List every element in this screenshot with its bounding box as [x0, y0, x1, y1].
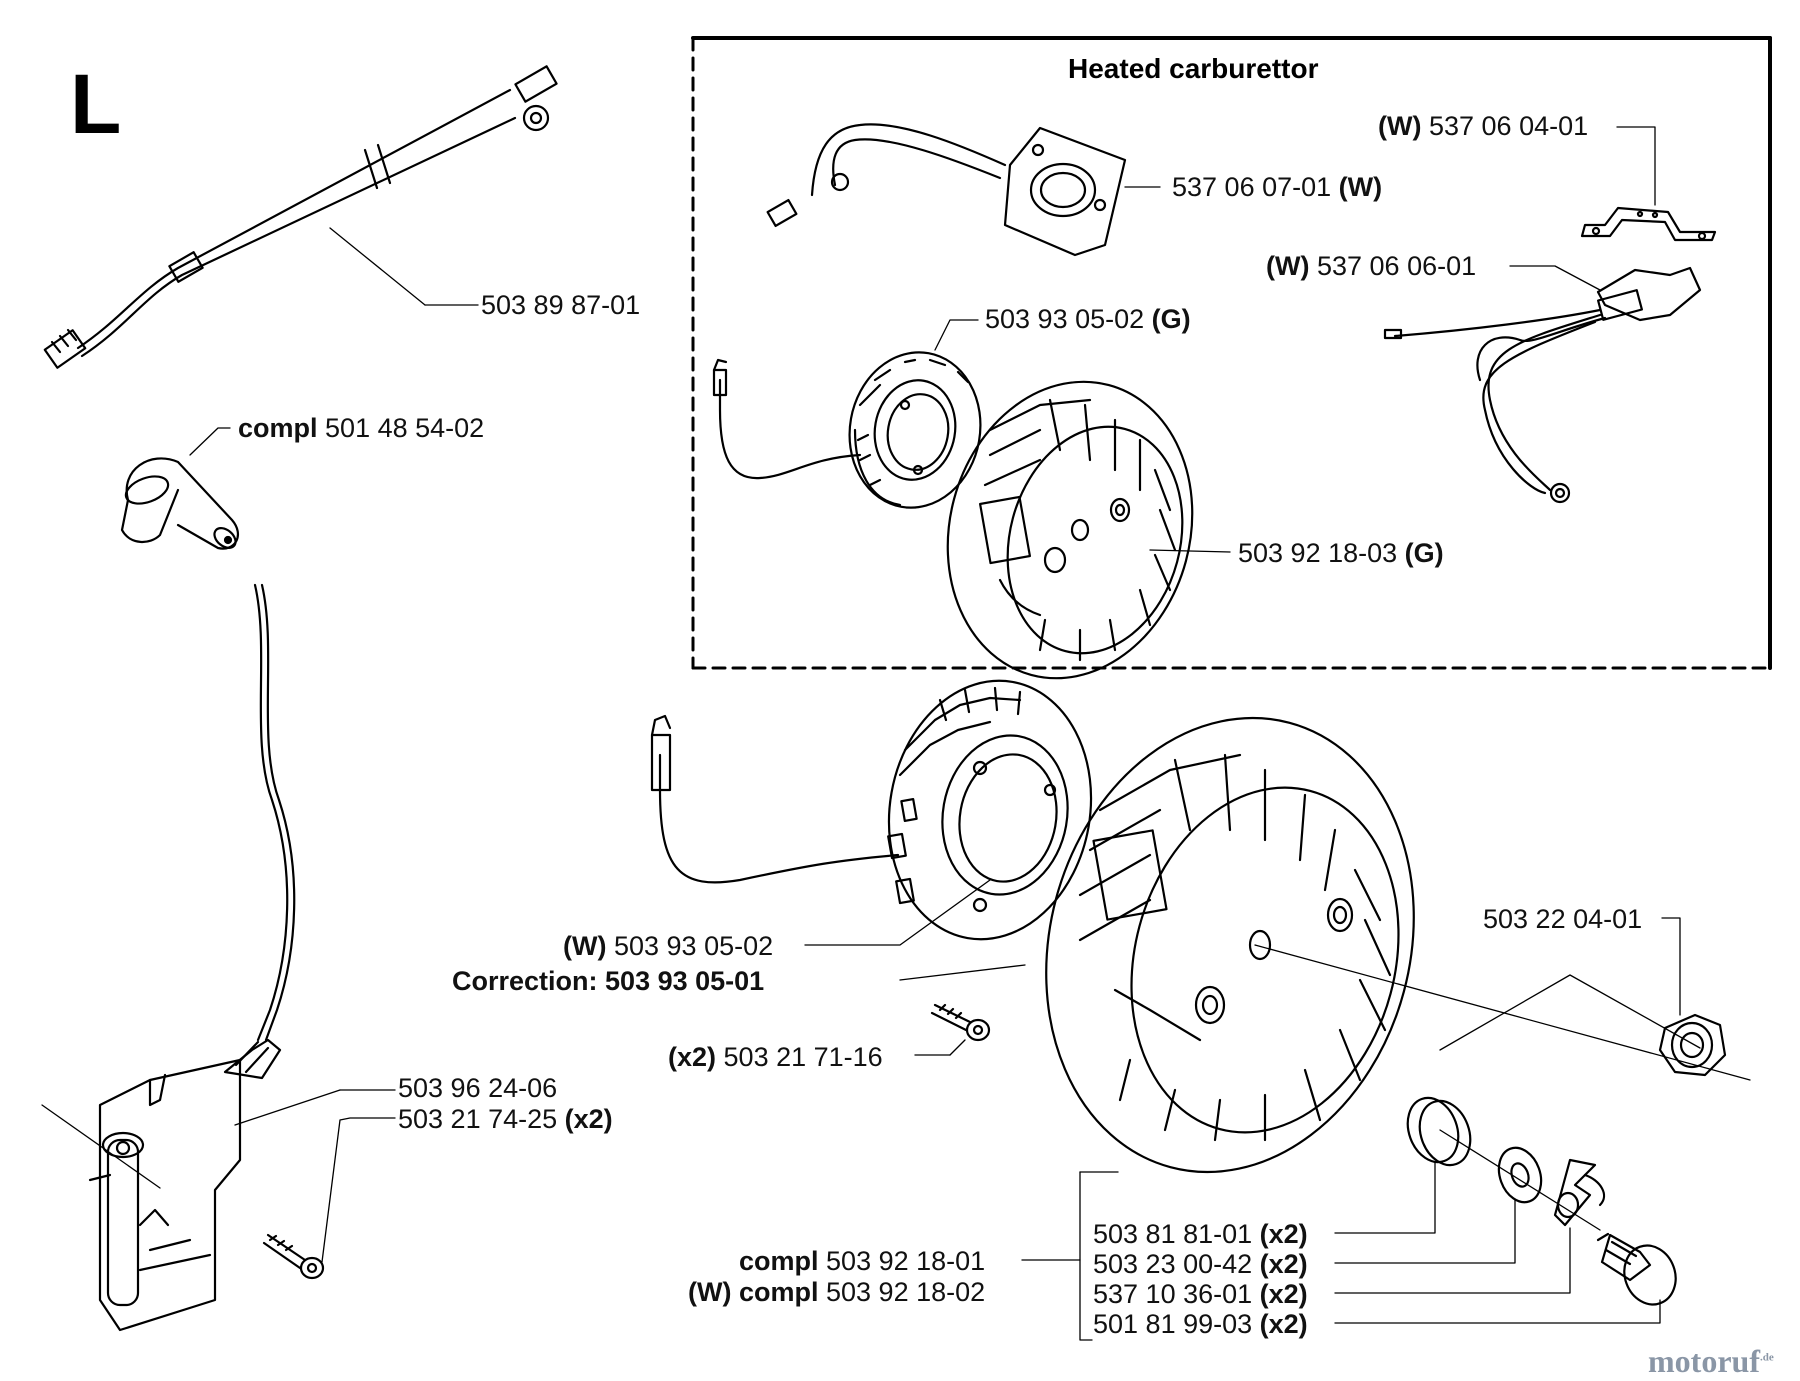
qualifier: (W): [1378, 111, 1422, 141]
label-hc-flywheel: 503 92 18-03 (G): [1238, 540, 1444, 567]
spark-plug-cap-drawing: [120, 457, 239, 550]
inset-generator-drawing: [712, 351, 982, 509]
label-pawl: 537 10 36-01 (x2): [1093, 1281, 1308, 1308]
pin-drawing: [1596, 1232, 1677, 1306]
leader-nut: [1661, 917, 1681, 1016]
qualifier: (W): [563, 931, 607, 961]
leader-cable: [329, 227, 426, 306]
label-plug-cap: compl 501 48 54-02: [238, 415, 484, 442]
qualifier: (W) compl: [688, 1277, 819, 1307]
label-coil-screw: 503 21 74-25 (x2): [398, 1106, 613, 1133]
qualifier: (x2): [1259, 1249, 1308, 1279]
label-cable: 503 89 87-01: [481, 292, 640, 319]
part-number: 503 23 00-42: [1093, 1249, 1253, 1279]
label-generator-screw: (x2) 503 21 71-16: [668, 1044, 883, 1071]
label-coil: 503 96 24-06: [398, 1075, 557, 1102]
part-number: 503 22 04-01: [1483, 904, 1643, 934]
part-number: 537 06 04-01: [1428, 111, 1589, 141]
washer-drawing: [1497, 1146, 1543, 1204]
qualifier: (x2): [1259, 1309, 1308, 1339]
watermark: motoruf.de: [1648, 1345, 1774, 1377]
qualifier: (W): [1266, 251, 1310, 281]
qualifier: Correction:: [452, 966, 598, 996]
qualifier: (W): [1338, 172, 1383, 202]
part-number: 503 89 87-01: [481, 290, 641, 320]
inset-title: Heated carburettor: [1068, 53, 1319, 84]
ignition-coil-drawing: [88, 1038, 282, 1332]
part-number: 501 81 99-03: [1093, 1309, 1253, 1339]
part-number: 501 48 54-02: [325, 413, 485, 443]
label-hc-gasket-heater: 537 06 07-01 (W): [1172, 174, 1382, 201]
part-number: 503 93 05-01: [605, 966, 765, 996]
leader-plug-cap: [189, 427, 231, 456]
leader-clamp: [1616, 126, 1656, 206]
label-correction: Correction: 503 93 05-01: [452, 968, 764, 995]
qualifier: compl: [739, 1246, 819, 1276]
qualifier: (x2): [1259, 1219, 1308, 1249]
label-flywheel-w: (W) compl 503 92 18-02: [688, 1279, 985, 1306]
qualifier: (x2): [1259, 1279, 1308, 1309]
label-generator: (W) 503 93 05-02: [563, 933, 773, 960]
qualifier: (G): [1404, 538, 1444, 568]
leader-inset-generator: [934, 319, 979, 351]
part-number: 503 93 05-02: [985, 304, 1145, 334]
ignition-lead: [253, 583, 289, 1042]
leader-generator: [804, 879, 991, 946]
clamp-drawing: [1580, 206, 1717, 242]
label-hc-generator: 503 93 05-02 (G): [985, 306, 1191, 333]
leader-thermostat: [1509, 265, 1601, 291]
part-number: 503 92 18-02: [826, 1277, 986, 1307]
part-number: 503 93 05-02: [613, 931, 774, 961]
label-washer: 503 23 00-42 (x2): [1093, 1251, 1308, 1278]
label-pin: 501 81 99-03 (x2): [1093, 1311, 1308, 1338]
flywheel-drawing: [1045, 716, 1415, 1174]
cable-drawing: [43, 65, 558, 369]
generator-screw-drawing: [930, 1003, 991, 1042]
watermark-text: motoruf: [1648, 1343, 1760, 1379]
part-number: 503 92 18-03: [1238, 538, 1398, 568]
label-hc-thermostat: (W) 537 06 06-01: [1266, 253, 1476, 280]
label-spring: 503 81 81-01 (x2): [1093, 1221, 1308, 1248]
coil-screw-drawing: [262, 1233, 325, 1280]
leader-coil: [234, 1089, 341, 1126]
gasket-heater-drawing: [766, 123, 1127, 257]
part-number: 537 06 07-01: [1172, 172, 1332, 202]
label-nut: 503 22 04-01: [1483, 906, 1642, 933]
pawl-drawing: [1553, 1158, 1606, 1227]
part-number: 537 10 36-01: [1093, 1279, 1253, 1309]
qualifier: (G): [1151, 304, 1191, 334]
leader-inset-flywheel: [1149, 549, 1231, 553]
leader-coil-screw: [321, 1117, 396, 1263]
spring-drawing: [1406, 1096, 1472, 1167]
generator-drawing: [650, 679, 1093, 941]
section-letter: L: [70, 57, 122, 151]
qualifier: (x2): [668, 1042, 717, 1072]
part-list-leaders: [1021, 1162, 1661, 1341]
nut-drawing: [1658, 1013, 1727, 1077]
qualifier: compl: [238, 413, 318, 443]
part-number: 503 92 18-01: [826, 1246, 986, 1276]
label-flywheel: compl 503 92 18-01: [739, 1248, 985, 1275]
inset-flywheel-drawing: [946, 380, 1194, 680]
watermark-suffix: .de: [1759, 1351, 1774, 1364]
part-number: 503 21 71-16: [723, 1042, 883, 1072]
thermostat-drawing: [1383, 266, 1702, 504]
qualifier: (x2): [564, 1104, 613, 1134]
part-number: 503 81 81-01: [1093, 1219, 1253, 1249]
part-number: 537 06 06-01: [1316, 251, 1477, 281]
heated-carburettor-frame: [691, 36, 1772, 670]
part-number: 503 21 74-25: [398, 1104, 558, 1134]
part-number: 503 96 24-06: [398, 1073, 558, 1103]
label-hc-clamp: (W) 537 06 04-01: [1378, 113, 1588, 140]
